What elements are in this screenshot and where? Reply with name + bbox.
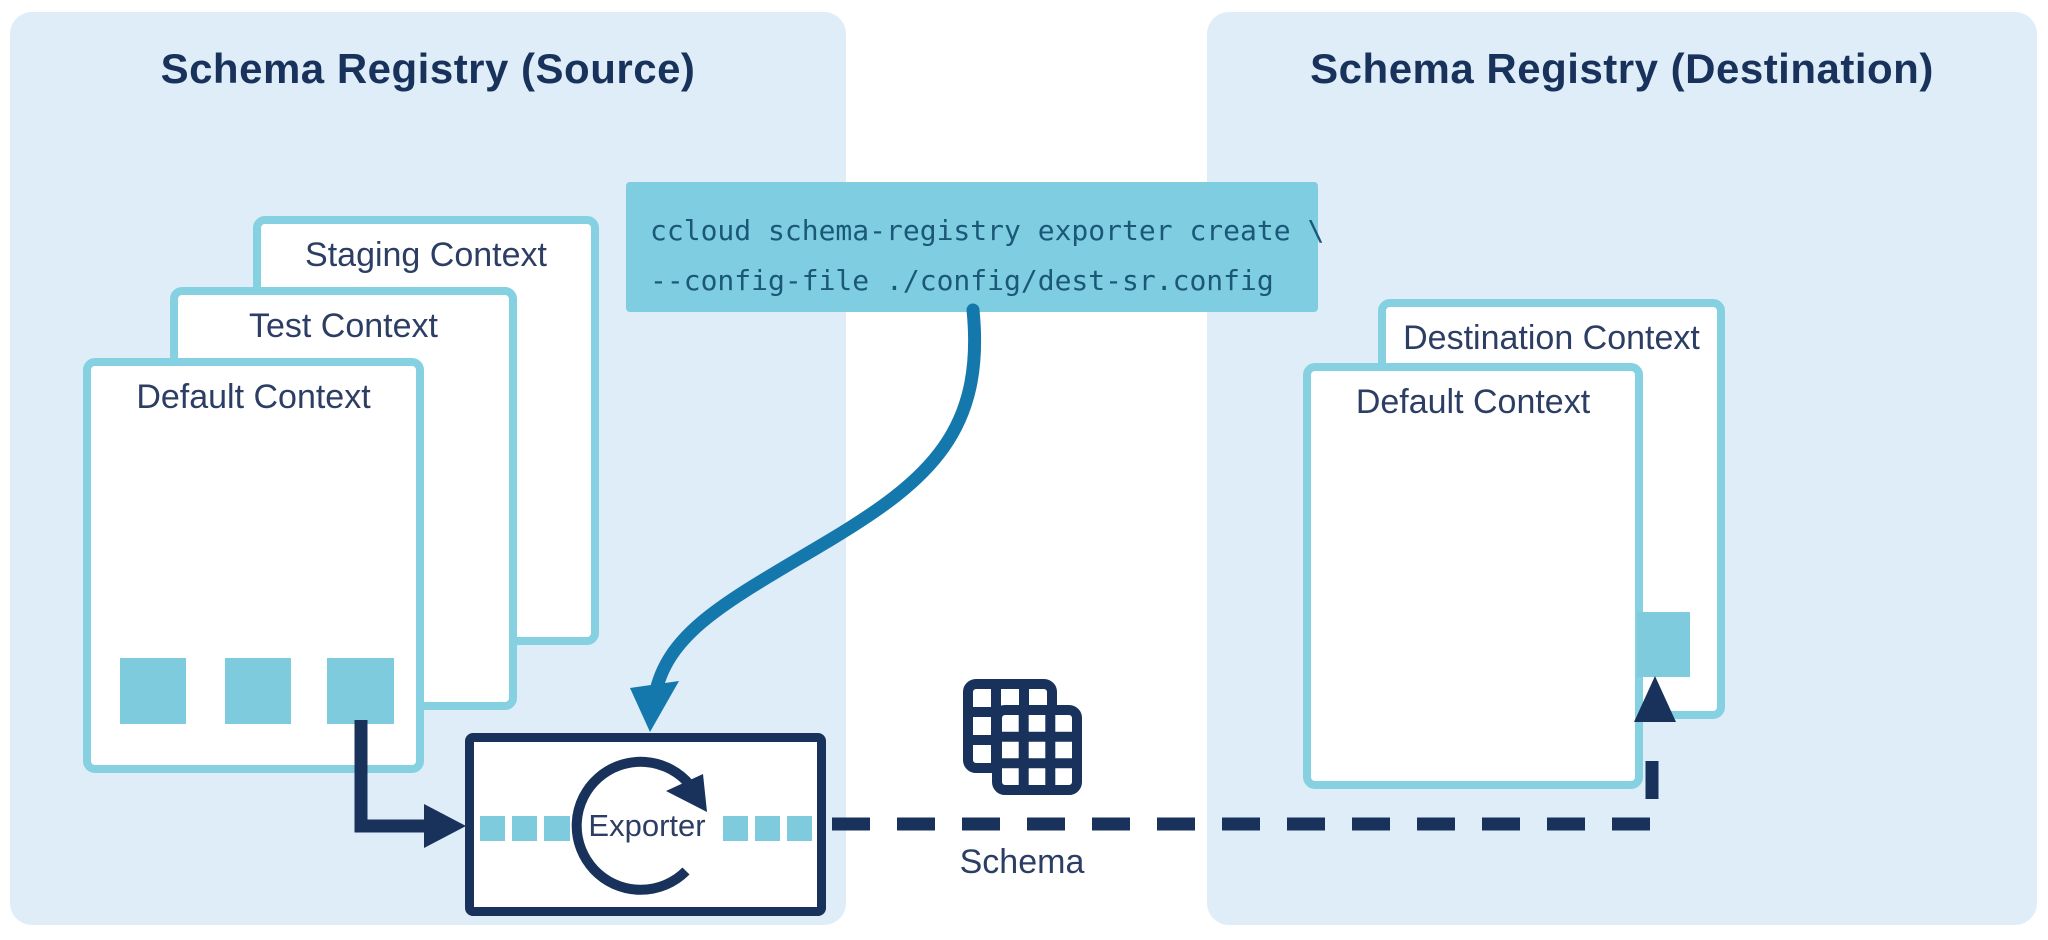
source-schema-block-1: [120, 658, 186, 724]
schema-label: Schema: [959, 843, 1085, 881]
exporter-queue-block: [755, 816, 780, 841]
test-context-label: Test Context: [249, 307, 438, 345]
destination-default-context-card: Default Context: [1303, 363, 1643, 789]
destination-default-context-label: Default Context: [1355, 383, 1591, 421]
exporter-queue-block: [787, 816, 812, 841]
schema-grid-icon: [963, 679, 1082, 795]
destination-panel-title: Schema Registry (Destination): [1310, 45, 1934, 92]
staging-context-label: Staging Context: [305, 236, 547, 274]
source-panel-title: Schema Registry (Source): [160, 45, 696, 92]
destination-context-label: Destination Context: [1403, 319, 1700, 357]
exporter-queue-block: [512, 816, 537, 841]
cli-command-line-2: --config-file ./config/dest-sr.config: [650, 264, 1274, 297]
exporter-queue-block: [723, 816, 748, 841]
source-schema-block-3: [327, 658, 394, 724]
cli-command-box: ccloud schema-registry exporter create \…: [626, 182, 1325, 312]
cli-command-line-1: ccloud schema-registry exporter create \: [650, 214, 1325, 247]
exported-schema-block: [1637, 612, 1690, 677]
source-default-context-label: Default Context: [136, 378, 371, 416]
exporter-queue-block: [544, 816, 570, 841]
source-schema-block-2: [225, 658, 291, 724]
exporter-queue-block: [480, 816, 505, 841]
exporter-label: Exporter: [588, 808, 706, 843]
